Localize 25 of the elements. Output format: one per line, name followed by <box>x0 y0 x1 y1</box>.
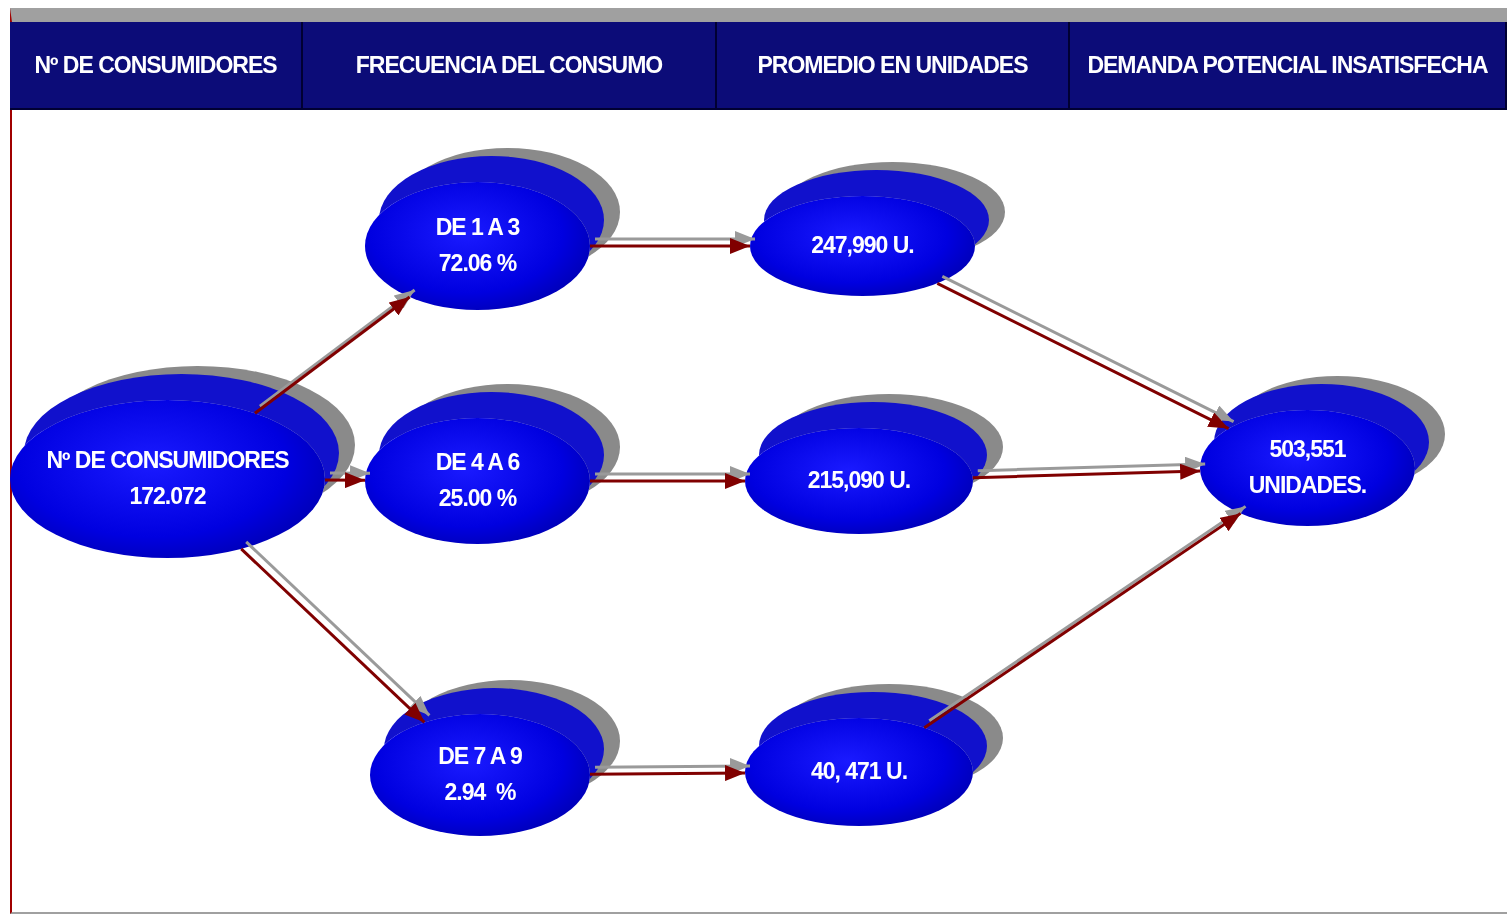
node-label: 215,090 U. <box>807 466 911 496</box>
arrow <box>972 463 1201 480</box>
column-header: DEMANDA POTENCIAL INSATISFECHA <box>1087 51 1488 79</box>
column-header: Nº DE CONSUMIDORES <box>34 51 277 79</box>
arrow <box>325 472 365 489</box>
node-label: 25.00 % <box>438 484 517 513</box>
node-label: DE 7 A 9 <box>438 742 522 772</box>
node-label: 172.072 <box>129 482 206 511</box>
arrow <box>240 547 426 724</box>
arrow <box>254 295 411 415</box>
node-label: 40, 471 U. <box>810 757 908 787</box>
node-label: 247,990 U. <box>811 231 914 261</box>
node-label: DE 4 A 6 <box>435 448 520 478</box>
node-label: 72.06 % <box>438 249 517 278</box>
column-header: FRECUENCIA DEL CONSUMO <box>355 51 663 79</box>
arrow <box>590 238 750 254</box>
column-header: PROMEDIO EN UNIDADES <box>757 51 1028 79</box>
arrow <box>590 473 745 489</box>
arrow <box>936 282 1230 430</box>
node-label: DE 1 A 3 <box>435 213 520 243</box>
node-label: Nº DE CONSUMIDORES <box>46 446 289 476</box>
arrow <box>589 765 746 782</box>
arrow <box>923 512 1242 729</box>
node-label: 2.94 % <box>444 778 516 807</box>
node-label: 503,551 UNIDADES. <box>1247 435 1368 500</box>
